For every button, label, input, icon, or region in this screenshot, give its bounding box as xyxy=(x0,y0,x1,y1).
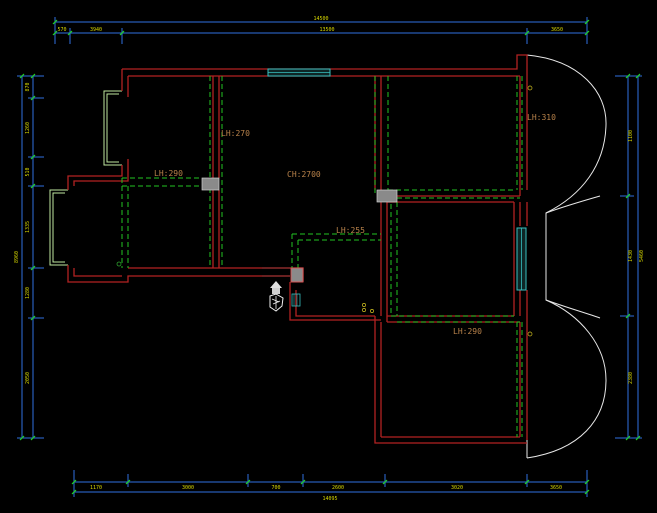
dim-bottom-seg-5: 3020 xyxy=(451,485,463,491)
bay-junction-top xyxy=(545,195,601,214)
label-living-west: LH:270 xyxy=(221,129,250,138)
dimension-top: 14500 570 3940 13500 3650 xyxy=(52,16,590,44)
label-bedroom-se: LH:290 xyxy=(453,327,482,336)
drain-icon xyxy=(116,261,122,267)
label-corridor: LH:255 xyxy=(336,226,365,235)
dim-bottom-total: 14095 xyxy=(322,496,337,502)
bay-outlines xyxy=(526,54,607,459)
bay-window-lower xyxy=(49,189,68,266)
ceiling-lines xyxy=(121,76,523,437)
room-labels: LH:270 LH:290 CH:2700 LH:310 LH:255 LH:2… xyxy=(154,113,556,336)
dim-right-seg-2: 1430 xyxy=(628,250,634,262)
entry-arrow-icon xyxy=(270,281,282,294)
dimension-right: 1100 1430 2380 5460 xyxy=(615,73,645,441)
dim-left-seg-3: 510 xyxy=(25,167,31,176)
dim-bottom-seg-1: 1170 xyxy=(90,485,102,491)
label-ceiling-height: CH:2700 xyxy=(287,170,321,179)
dim-left-seg-4: 1335 xyxy=(25,221,31,233)
dim-right-seg-1: 1100 xyxy=(628,130,634,142)
west-bay-windows xyxy=(49,90,122,266)
dim-top-seg-2: 3940 xyxy=(90,27,102,33)
column-block-1 xyxy=(201,177,220,191)
meter-box xyxy=(291,293,301,307)
dimension-left: 870 1260 510 1335 1280 2050 8960 xyxy=(14,73,44,441)
dim-right-seg-3: 2380 xyxy=(628,372,634,384)
dim-bottom-seg-2: 3000 xyxy=(182,485,194,491)
dim-top-seg-4: 3650 xyxy=(551,27,563,33)
column-block-3 xyxy=(290,267,304,283)
bay-junction-bottom xyxy=(545,299,601,319)
column-block-2 xyxy=(376,189,398,203)
dim-left-seg-1: 870 xyxy=(25,82,31,91)
dim-bottom-seg-4: 2600 xyxy=(332,485,344,491)
east-bay-outline xyxy=(526,54,607,459)
dim-left-seg-6: 2050 xyxy=(25,372,31,384)
dim-top-seg-1: 570 xyxy=(57,27,66,33)
dim-left-seg-5: 1280 xyxy=(25,287,31,299)
dim-bottom-seg-6: 3650 xyxy=(550,485,562,491)
dim-top-seg-3: 13500 xyxy=(319,27,334,33)
wall-windows xyxy=(267,68,527,291)
dimension-bottom: 1170 3000 700 2600 3020 3650 14095 xyxy=(71,470,590,502)
dim-left-seg-2: 1260 xyxy=(25,122,31,134)
dim-right-total: 5460 xyxy=(639,250,645,262)
fixtures xyxy=(116,85,533,337)
person-figure-icon xyxy=(269,293,284,312)
dim-bottom-seg-3: 700 xyxy=(271,485,280,491)
bay-window-upper xyxy=(103,90,122,166)
dim-left-total: 8960 xyxy=(14,251,20,263)
dim-top-total: 14500 xyxy=(313,16,328,22)
label-bedroom-ne: LH:310 xyxy=(527,113,556,122)
label-dining: LH:290 xyxy=(154,169,183,178)
